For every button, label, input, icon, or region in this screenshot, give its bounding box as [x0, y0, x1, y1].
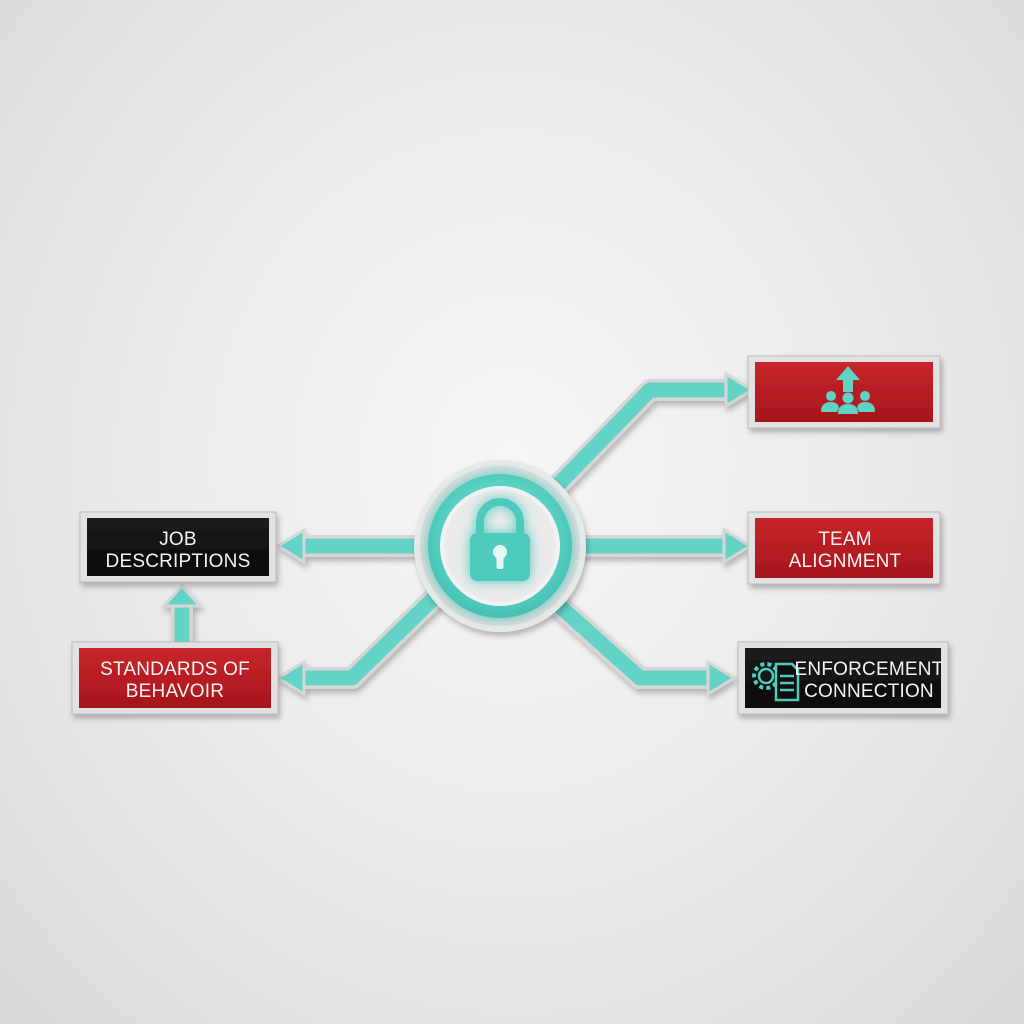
enforcement-line1: ENFORCEMENT	[795, 659, 944, 680]
connector-bottom-right	[547, 593, 737, 697]
connector-top-right	[547, 371, 755, 496]
standards-line1: STANDARDS OF	[100, 659, 250, 680]
connector-standards-to-job	[160, 583, 204, 644]
lock-icon	[470, 498, 530, 581]
connector-right-middle	[578, 527, 753, 565]
connector-bottom-left	[275, 586, 446, 697]
gear-document-icon	[752, 662, 800, 702]
center-hub	[414, 460, 586, 632]
box-team-growth	[747, 355, 941, 429]
connectors	[160, 371, 755, 697]
team-alignment-line1: TEAM	[818, 529, 872, 550]
box-enforcement-connection: ENFORCEMENT CONNECTION	[737, 641, 949, 715]
box-job-descriptions: JOB DESCRIPTIONS	[79, 511, 277, 583]
job-descriptions-line2: DESCRIPTIONS	[106, 551, 251, 572]
standards-line2: BEHAVOIR	[126, 681, 224, 702]
job-descriptions-line1: JOB	[159, 529, 197, 550]
enforcement-line2: CONNECTION	[804, 681, 934, 702]
box-standards-of-behavior: STANDARDS OF BEHAVOIR	[71, 641, 279, 715]
team-growth-icon	[821, 366, 875, 414]
team-alignment-line2: ALIGNMENT	[789, 551, 902, 572]
box-team-alignment: TEAM ALIGNMENT	[747, 511, 941, 585]
connector-left-middle	[275, 527, 430, 565]
